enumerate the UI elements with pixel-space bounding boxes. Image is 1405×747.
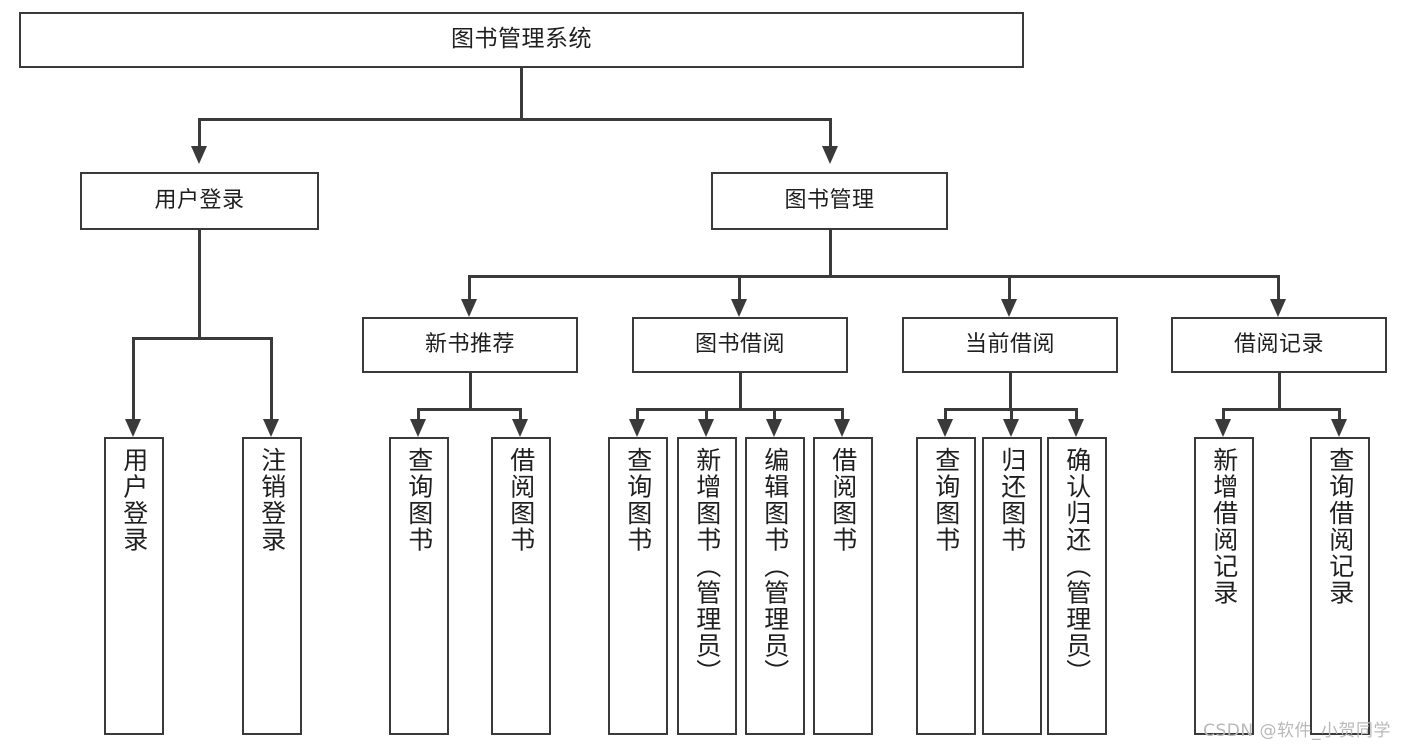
node-label: 编辑图书（管理员）: [760, 447, 790, 686]
leaf-bb-edit-book-admin[interactable]: 编辑图书（管理员）: [745, 437, 805, 735]
node-label: 注销登录: [257, 447, 287, 553]
node-label: 图书管理系统: [451, 26, 592, 53]
node-label: 当前借阅: [964, 332, 1055, 358]
node-label: 图书管理: [784, 188, 875, 214]
arrowhead-leaf-nbr-1: [410, 419, 426, 437]
edge-user-login-bus: [132, 337, 270, 340]
arrowhead-leaf-bb-3: [766, 419, 782, 437]
edge-user-login-branch-1: [132, 337, 135, 419]
edge-root-stem: [520, 68, 523, 120]
leaf-cb-confirm-return-admin[interactable]: 确认归还（管理员）: [1047, 437, 1107, 735]
arrowhead-leaf-cb-2: [1003, 419, 1019, 437]
edge-borrow-record-branch-2: [1338, 408, 1341, 419]
arrowhead-leaf-cb-3: [1068, 419, 1084, 437]
edge-current-borrow-branch-3: [1075, 408, 1078, 419]
node-label: 查询图书: [404, 447, 434, 553]
node-label: 确认归还（管理员）: [1062, 447, 1092, 686]
node-label: 用户登录: [154, 188, 245, 214]
edge-book-borrow-branch-2: [705, 408, 708, 419]
node-new-book-recommend[interactable]: 新书推荐: [362, 317, 578, 373]
node-label: 查询图书: [623, 447, 653, 553]
edge-book-management-branch-1: [468, 275, 471, 299]
leaf-bb-query-book[interactable]: 查询图书: [608, 437, 668, 735]
node-current-borrow[interactable]: 当前借阅: [902, 317, 1118, 373]
edge-new-book-recommend-stem: [469, 373, 472, 411]
edge-new-book-recommend-branch-1: [417, 408, 420, 419]
leaf-user-login[interactable]: 用户登录: [104, 437, 164, 735]
leaf-nbr-query-book[interactable]: 查询图书: [389, 437, 449, 735]
node-book-borrow[interactable]: 图书借阅: [632, 317, 848, 373]
arrowhead-user-login: [191, 146, 207, 164]
leaf-bb-add-book-admin[interactable]: 新增图书（管理员）: [677, 437, 737, 735]
edge-book-borrow-branch-3: [773, 408, 776, 419]
node-label: 借阅图书: [506, 447, 536, 553]
arrowhead-leaf-nbr-2: [512, 419, 528, 437]
edge-borrow-record-bus: [1222, 408, 1341, 411]
node-label: 借阅图书: [828, 447, 858, 553]
edge-book-management-branch-4: [1277, 275, 1280, 299]
edge-book-management-branch-3: [1008, 275, 1011, 299]
node-label: 图书借阅: [694, 332, 785, 358]
edge-new-book-recommend-bus: [417, 408, 522, 411]
edge-root-to-user-login: [198, 118, 201, 146]
edge-current-borrow-stem: [1009, 373, 1012, 411]
edge-book-borrow-branch-1: [636, 408, 639, 419]
edge-book-management-branch-2: [738, 275, 741, 299]
leaf-logout[interactable]: 注销登录: [242, 437, 302, 735]
leaf-br-query-record[interactable]: 查询借阅记录: [1310, 437, 1370, 735]
arrowhead-leaf-bb-4: [834, 419, 850, 437]
node-label: 借阅记录: [1233, 332, 1324, 358]
node-book-management[interactable]: 图书管理: [711, 172, 948, 230]
edge-user-login-branch-2: [270, 337, 273, 419]
arrowhead-leaf-bb-2: [698, 419, 714, 437]
edge-book-management-stem: [829, 230, 832, 278]
edge-book-borrow-bus: [636, 408, 844, 411]
leaf-cb-query-book[interactable]: 查询图书: [916, 437, 976, 735]
edge-current-borrow-branch-2: [1010, 408, 1013, 419]
edge-book-management-bus: [468, 275, 1280, 278]
edge-borrow-record-branch-1: [1222, 408, 1225, 419]
node-borrow-record[interactable]: 借阅记录: [1171, 317, 1387, 373]
node-user-login[interactable]: 用户登录: [80, 172, 319, 230]
csdn-watermark: CSDN @软件_小贺同学: [1203, 721, 1391, 741]
leaf-nbr-borrow-book[interactable]: 借阅图书: [491, 437, 551, 735]
node-root-book-management-system[interactable]: 图书管理系统: [19, 12, 1024, 68]
edge-book-borrow-stem: [739, 373, 742, 411]
node-label: 用户登录: [119, 447, 149, 553]
arrowhead-borrow-record: [1270, 299, 1286, 317]
arrowhead-leaf-br-1: [1215, 419, 1231, 437]
edge-current-borrow-branch-1: [944, 408, 947, 419]
node-label: 归还图书: [997, 447, 1027, 553]
leaf-br-add-record[interactable]: 新增借阅记录: [1194, 437, 1254, 735]
arrowhead-leaf-cb-1: [937, 419, 953, 437]
arrowhead-leaf-br-2: [1331, 419, 1347, 437]
arrowhead-current-borrow: [1001, 299, 1017, 317]
leaf-cb-return-book[interactable]: 归还图书: [982, 437, 1042, 735]
edge-root-bus: [198, 118, 832, 121]
node-label: 查询图书: [931, 447, 961, 553]
edge-root-to-book-management: [829, 118, 832, 146]
leaf-bb-borrow-book[interactable]: 借阅图书: [813, 437, 873, 735]
edge-book-borrow-branch-4: [841, 408, 844, 419]
node-label: 查询借阅记录: [1325, 447, 1355, 606]
edge-user-login-stem: [198, 230, 201, 340]
node-label: 新增借阅记录: [1209, 447, 1239, 606]
edge-borrow-record-stem: [1278, 373, 1281, 411]
edge-new-book-recommend-branch-2: [519, 408, 522, 419]
node-label: 新书推荐: [424, 332, 515, 358]
arrowhead-leaf-user-login-1: [125, 419, 141, 437]
arrowhead-leaf-bb-1: [629, 419, 645, 437]
arrowhead-book-management: [822, 146, 838, 164]
arrowhead-book-borrow: [731, 299, 747, 317]
arrowhead-new-book-recommend: [461, 299, 477, 317]
arrowhead-leaf-user-login-2: [263, 419, 279, 437]
node-label: 新增图书（管理员）: [692, 447, 722, 686]
